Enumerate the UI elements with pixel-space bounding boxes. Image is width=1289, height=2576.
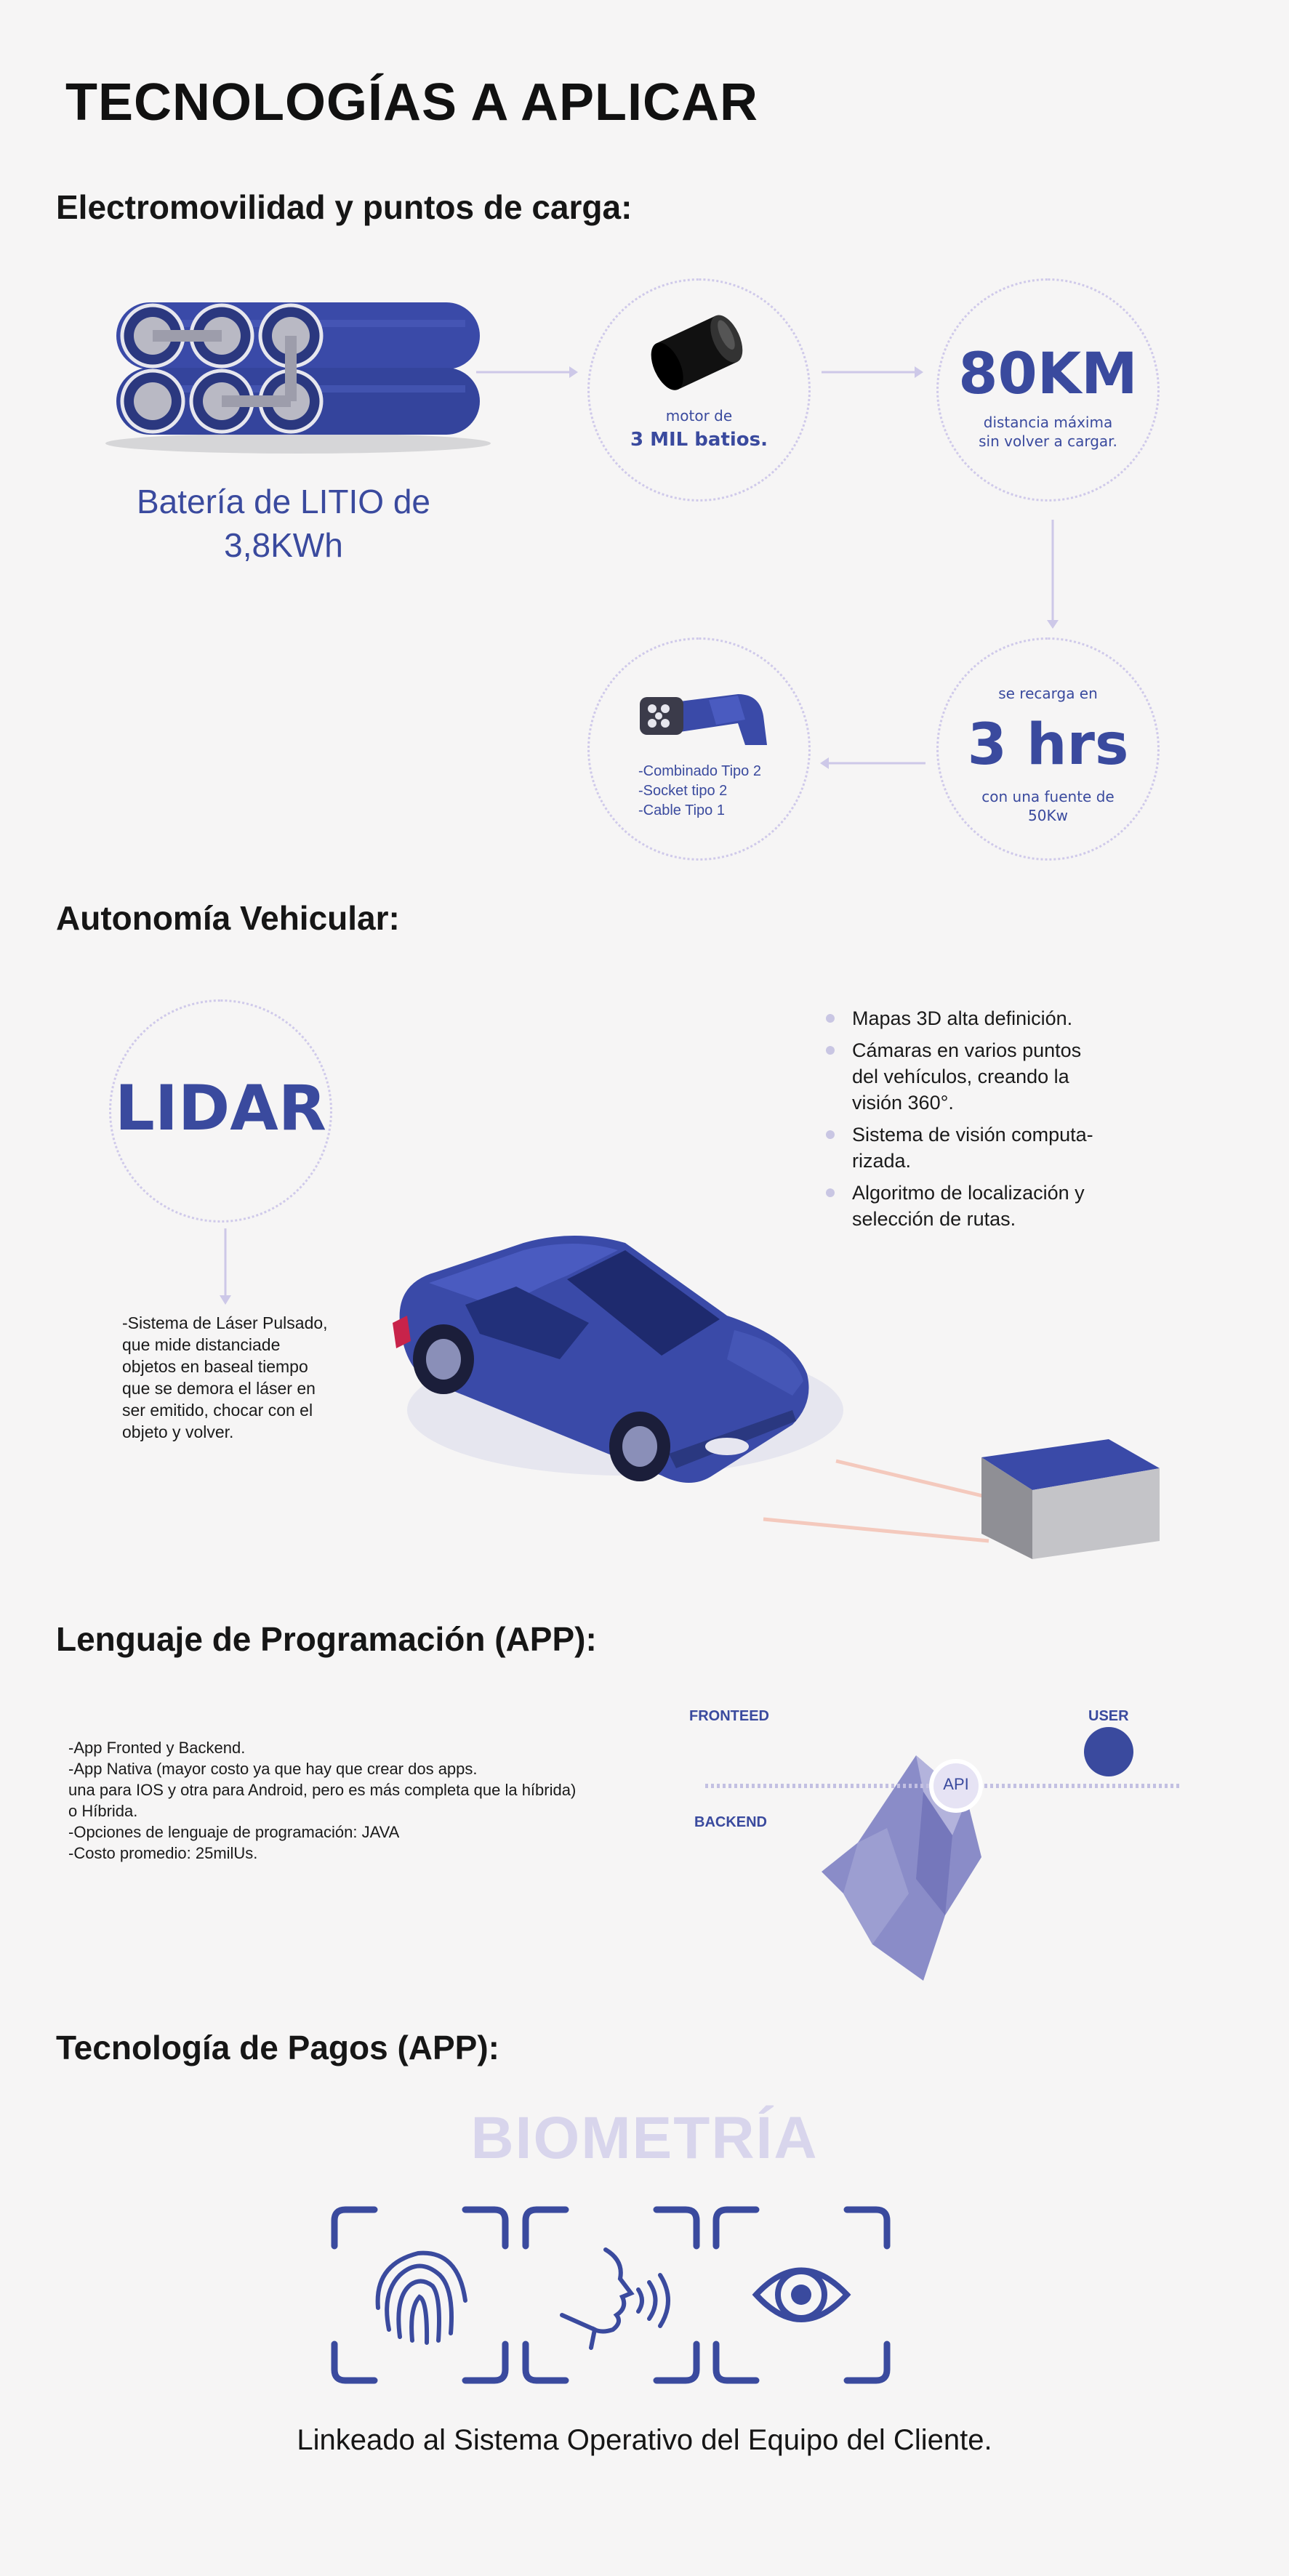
connector-types: -Combinado Tipo 2 -Socket tipo 2 -Cable … xyxy=(638,763,761,818)
recharge-circle xyxy=(936,637,1160,861)
section-heading-electromovilidad: Electromovilidad y puntos de carga: xyxy=(56,188,633,226)
range-value: 80KM xyxy=(958,342,1138,407)
frontend-label: FRONTEED xyxy=(689,1708,769,1724)
user-label: USER xyxy=(1088,1708,1129,1724)
arrow-down-icon xyxy=(220,1228,231,1305)
page-title: TECNOLOGÍAS A APLICAR xyxy=(65,73,758,132)
list-item: Sistema de visión computa-rizada. xyxy=(822,1122,1112,1174)
battery-label: Batería de LITIO de 3,8KWh xyxy=(136,483,430,564)
connector-circle xyxy=(587,637,811,861)
lidar-circle xyxy=(109,999,332,1223)
motor-icon xyxy=(651,315,743,390)
arrow-right-icon xyxy=(822,366,923,378)
motor-small-text: motor de xyxy=(665,407,733,424)
obstacle-box-icon xyxy=(981,1439,1160,1559)
recharge-source: con una fuente de 50Kw xyxy=(981,788,1115,824)
section-heading-programacion: Lenguaje de Programación (APP): xyxy=(56,1620,597,1658)
arrow-right-icon xyxy=(476,366,578,378)
list-item: Algoritmo de localización y selección de… xyxy=(822,1180,1112,1232)
battery-icon xyxy=(105,302,491,454)
motor-circle xyxy=(587,278,811,502)
list-item: Mapas 3D alta definición. xyxy=(822,1005,1112,1031)
iceberg-icon xyxy=(705,1727,1181,1981)
programming-description: -App Fronted y Backend. -App Nativa (may… xyxy=(68,1739,577,1862)
car-illustration xyxy=(393,1236,989,1543)
recharge-small-text: se recarga en xyxy=(998,685,1098,702)
range-description: distancia máxima sin volver a cargar. xyxy=(979,414,1117,450)
arrow-left-icon xyxy=(820,757,925,769)
recharge-time: 3 hrs xyxy=(967,712,1129,778)
api-label: API xyxy=(943,1775,969,1793)
section-heading-autonomia: Autonomía Vehicular: xyxy=(56,899,400,937)
motor-power-text: 3 MIL batios. xyxy=(630,429,768,451)
range-circle xyxy=(936,278,1160,502)
backend-label: BACKEND xyxy=(694,1814,767,1830)
lidar-label: LIDAR xyxy=(115,1072,326,1145)
voice-icon xyxy=(522,2206,700,2384)
lidar-description: -Sistema de Láser Pulsado, que mide dist… xyxy=(122,1313,328,1441)
eye-icon xyxy=(712,2206,891,2384)
biometria-title: BIOMETRÍA xyxy=(470,2105,819,2171)
list-item: Cámaras en varios puntos del vehículos, … xyxy=(822,1037,1112,1116)
section-heading-pagos: Tecnología de Pagos (APP): xyxy=(56,2029,499,2066)
fingerprint-icon xyxy=(331,2206,509,2384)
payments-footer-text: Linkeado al Sistema Operativo del Equipo… xyxy=(297,2424,992,2456)
charger-connector-icon xyxy=(640,694,767,745)
arrow-down-icon xyxy=(1047,520,1059,629)
autonomy-features-list: Mapas 3D alta definición. Cámaras en var… xyxy=(822,1005,1112,1238)
